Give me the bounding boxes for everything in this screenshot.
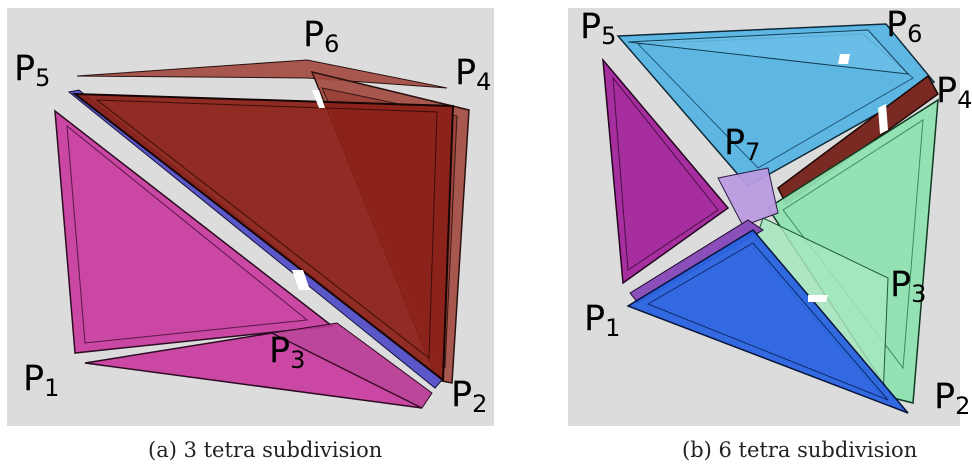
caption-b: (b) 6 tetra subdivision [682, 438, 918, 462]
magenta-left-face [54, 109, 334, 354]
label-b-p2: P2 [934, 377, 971, 420]
white-gap-lower [808, 295, 828, 302]
label-a-p4: P4 [455, 53, 492, 96]
label-b-p7: P7 [724, 123, 761, 166]
sky-blue-upper-sliver [627, 29, 910, 75]
white-gap-top [312, 90, 325, 108]
magenta-inner-outline [66, 124, 309, 344]
maroon-white-gap [878, 104, 888, 134]
label-a-p6: P6 [303, 15, 340, 58]
panel-b-6-tetra-subdivision: P5 P6 P4 P7 P1 P3 P2 [568, 5, 972, 426]
dark-red-inner-outline [95, 99, 438, 359]
white-gap-upper [838, 54, 850, 64]
caption-a: (a) 3 tetra subdivision [148, 438, 383, 462]
label-b-p1: P1 [584, 299, 621, 342]
royal-blue-inner-outline [646, 242, 889, 401]
royal-blue-bottom-face [626, 229, 909, 414]
lavender-center-face [717, 167, 779, 227]
panel-a-3-tetra-subdivision: P5 P6 P4 P1 P3 P2 [7, 8, 494, 426]
purple-left-face [602, 57, 730, 285]
label-a-p3: P3 [269, 331, 306, 374]
label-a-p5: P5 [14, 49, 51, 92]
white-gap-center [292, 270, 310, 290]
label-a-p2: P2 [451, 375, 488, 418]
label-b-p5: P5 [580, 7, 617, 50]
label-b-p4: P4 [936, 71, 972, 114]
panel-a-diagram [54, 59, 470, 409]
label-a-p1: P1 [23, 359, 60, 402]
label-b-p6: P6 [886, 5, 923, 48]
top-sliver-face [76, 59, 448, 89]
label-b-p3: P3 [890, 265, 927, 308]
panel-b-diagram [602, 23, 939, 414]
dark-red-main-face [71, 92, 455, 382]
purple-inner-outline [612, 76, 719, 271]
violet-diagonal-sliver [629, 219, 764, 304]
magenta-lower-sliver [270, 322, 433, 409]
